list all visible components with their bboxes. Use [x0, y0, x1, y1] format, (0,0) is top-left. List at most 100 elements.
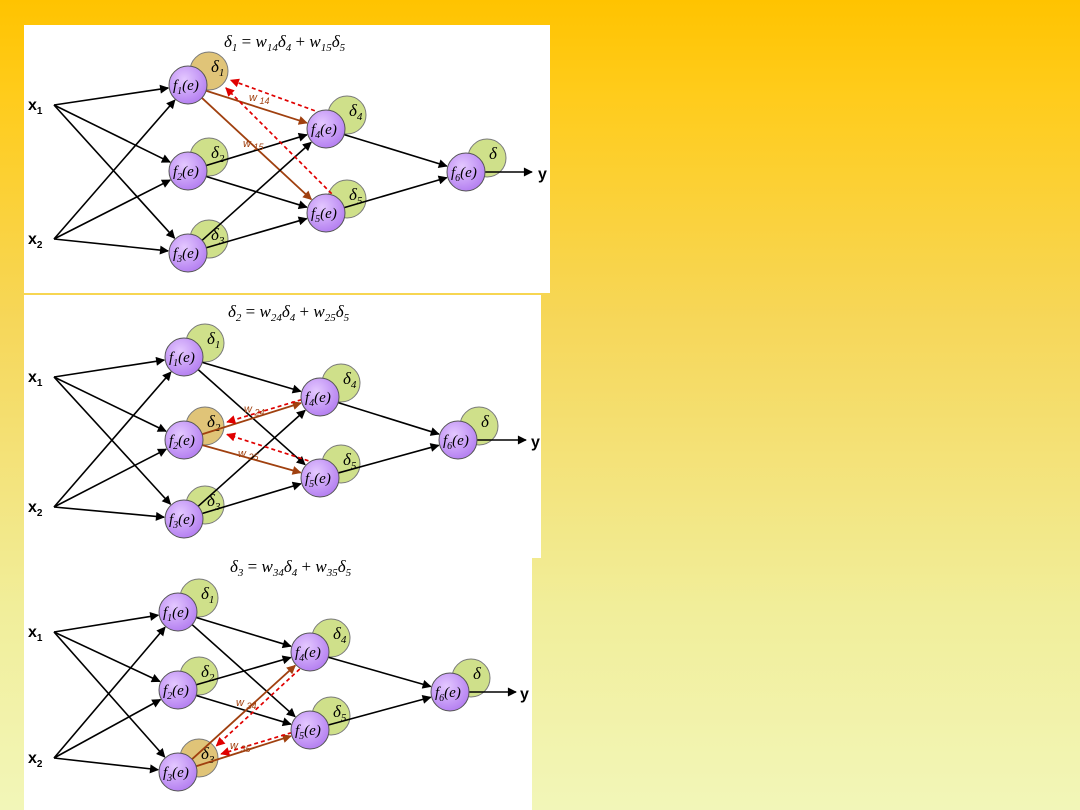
neuron-node	[290, 710, 330, 750]
input-edge	[53, 371, 172, 508]
input-label: x2	[28, 231, 43, 251]
hidden-edge	[344, 175, 448, 209]
delta-label: δ4	[349, 101, 363, 123]
weight-edge	[201, 401, 302, 436]
input-edge	[53, 631, 166, 758]
delta-label: δ3	[207, 491, 221, 513]
delta-label: δ	[481, 412, 490, 431]
delta-label: δ4	[333, 624, 347, 646]
input-label: x1	[28, 97, 43, 117]
delta-formula: δ1 = w14δ4 + w15δ5	[224, 32, 346, 54]
neuron-node	[168, 65, 208, 105]
neuron-label: f2(e)	[173, 164, 199, 183]
neuron-label: f4(e)	[295, 645, 321, 664]
neuron-label: f5(e)	[305, 471, 331, 490]
input-edge	[53, 104, 176, 239]
input-edge	[53, 356, 166, 378]
neuron-node	[168, 151, 208, 191]
weight-edge	[201, 97, 312, 201]
input-edge	[53, 631, 161, 683]
neuron-node	[300, 458, 340, 498]
neuron-label: f4(e)	[311, 122, 337, 141]
input-edge	[53, 757, 160, 774]
weight-label: w 15	[243, 138, 264, 152]
input-label: x2	[28, 499, 43, 519]
input-edge	[53, 612, 160, 633]
neuron-node	[430, 672, 470, 712]
input-edge	[53, 84, 170, 106]
input-label: x2	[28, 750, 43, 770]
weight-edge	[205, 89, 308, 125]
neuron-label: f6(e)	[443, 433, 469, 452]
neuron-node	[158, 592, 198, 632]
neuron-label: f2(e)	[163, 683, 189, 702]
backprop-arrow	[226, 432, 323, 466]
hidden-edge	[343, 133, 448, 169]
neuron-label: f5(e)	[295, 723, 321, 742]
delta-label: δ4	[343, 369, 357, 391]
delta-label: δ3	[201, 744, 215, 766]
input-edge	[53, 698, 162, 759]
neuron-label: f1(e)	[169, 350, 195, 369]
neuron-label: f5(e)	[311, 206, 337, 225]
input-label: x1	[28, 624, 43, 644]
neuron-label: f4(e)	[305, 390, 331, 409]
neuron-label: f3(e)	[173, 246, 199, 265]
neuron-node	[290, 632, 330, 672]
input-edge	[53, 448, 168, 508]
delta-label: δ1	[207, 329, 220, 351]
neuron-label: f3(e)	[163, 765, 189, 784]
network-diagram: δ1 = w14δ4 + w15δ5δ1δ2δ3δ4δ5δf1(e)f2(e)f…	[28, 32, 547, 273]
weight-edge	[191, 664, 296, 760]
neuron-node	[446, 152, 486, 192]
hidden-edge	[201, 481, 302, 515]
hidden-edge	[338, 443, 440, 474]
hidden-edge	[206, 216, 308, 249]
hidden-edge	[195, 616, 292, 649]
hidden-edge	[195, 694, 292, 727]
delta-label: δ	[489, 144, 498, 163]
delta-formula: δ3 = w34δ4 + w35δ5	[230, 558, 352, 579]
weight-label: w 34	[236, 697, 256, 711]
delta-label: δ5	[349, 185, 363, 207]
weight-label: w 24	[244, 404, 264, 418]
delta-label: δ2	[211, 143, 225, 165]
neuron-node	[158, 670, 198, 710]
neuron-node	[438, 420, 478, 460]
delta-label: δ3	[211, 225, 225, 247]
neuron-label: f6(e)	[451, 165, 477, 184]
neuron-node	[306, 193, 346, 233]
neuron-node	[300, 377, 340, 417]
input-edge	[53, 238, 170, 255]
input-edge	[53, 506, 165, 521]
output-label: y	[531, 434, 540, 451]
delta-label: δ	[473, 664, 482, 683]
input-edge	[53, 626, 166, 759]
input-edge	[53, 99, 176, 240]
hidden-edge	[197, 409, 306, 507]
output-label: y	[538, 166, 547, 183]
hidden-edge	[205, 132, 308, 167]
input-edge	[53, 179, 171, 240]
backprop-arrow	[229, 78, 329, 117]
hidden-edge	[197, 369, 306, 466]
neuron-node	[306, 109, 346, 149]
neuron-label: f1(e)	[163, 605, 189, 624]
weight-edge	[195, 734, 292, 768]
weight-label: w 14	[249, 92, 269, 106]
neuron-label: f2(e)	[169, 433, 195, 452]
neuron-label: f3(e)	[169, 512, 195, 531]
delta-formula: δ2 = w24δ4 + w25δ5	[228, 302, 350, 324]
neuron-node	[168, 233, 208, 273]
neuron-node	[164, 337, 204, 377]
backprop-arrow	[225, 87, 333, 195]
delta-label: δ1	[201, 584, 214, 606]
delta-label: δ2	[201, 662, 215, 684]
hidden-edge	[201, 141, 312, 241]
weight-label: w 35	[230, 740, 251, 754]
hidden-edge	[328, 656, 432, 689]
input-edge	[53, 376, 167, 432]
delta-label: δ2	[207, 412, 221, 434]
